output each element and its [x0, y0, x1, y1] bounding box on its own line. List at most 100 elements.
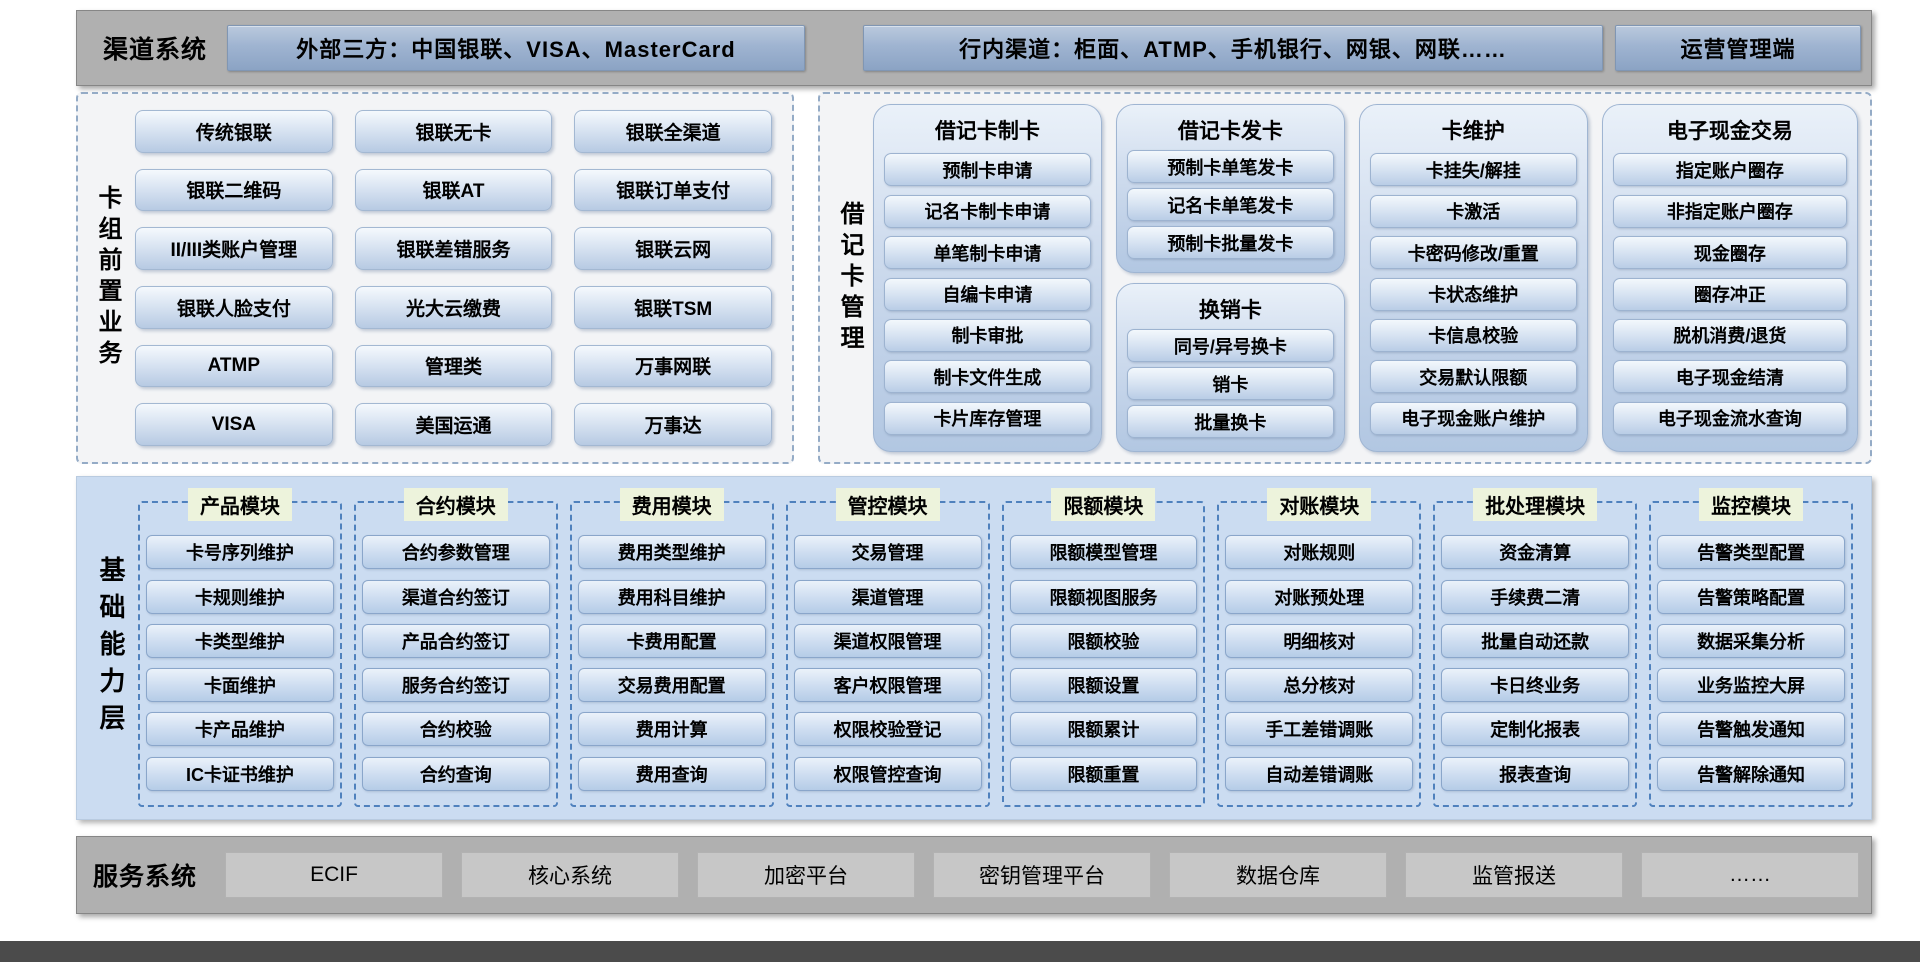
module-item: 定制化报表 [1441, 712, 1630, 747]
diagram-content: 渠道系统 外部三方：中国银联、VISA、MasterCard 行内渠道：柜面、A… [76, 10, 1872, 914]
group-items: 预制卡单笔发卡记名卡单笔发卡预制卡批量发卡 [1126, 147, 1334, 262]
module-items: 资金清算手续费二清批量自动还款卡日终业务定制化报表报表查询 [1441, 525, 1630, 801]
debit-function-item: 现金圈存 [1612, 236, 1848, 270]
module-item: 限额校验 [1009, 623, 1198, 658]
debit-column-2: 借记卡发卡 预制卡单笔发卡记名卡单笔发卡预制卡批量发卡 换销卡 同号/异号换卡销… [1115, 104, 1345, 452]
capability-layer-label: 基础能力层 [96, 555, 126, 741]
debit-function-item: 圈存冲正 [1612, 277, 1848, 311]
module-title: 对账模块 [1267, 488, 1372, 521]
card-front-item: 银联无卡 [354, 110, 553, 153]
card-front-item: 银联人脸支付 [135, 285, 333, 329]
debit-function-item: 电子现金结清 [1612, 360, 1848, 394]
module-title: 监控模块 [1699, 488, 1804, 521]
card-front-item: ATMP [135, 344, 333, 388]
card-front-item: 银联二维码 [135, 168, 333, 212]
module-item: 告警触发通知 [1657, 712, 1845, 747]
module-title: 批处理模块 [1473, 488, 1598, 521]
debit-function-item: 指定账户圈存 [1612, 153, 1848, 187]
debit-group-card-maintenance: 卡维护 卡挂失/解挂卡激活卡密码修改/重置卡状态维护卡信息校验交易默认限额电子现… [1358, 104, 1588, 452]
channel-block-operations-management: 运营管理端 [1615, 25, 1861, 71]
module-items: 费用类型维护费用科目维护卡费用配置交易费用配置费用计算费用查询 [577, 525, 766, 801]
group-title: 借记卡制卡 [934, 120, 1040, 143]
group-title: 卡维护 [1441, 120, 1505, 143]
debit-function-item: 卡片库存管理 [884, 401, 1091, 435]
group-title: 换销卡 [1198, 299, 1262, 322]
module-item: 合约参数管理 [361, 535, 550, 570]
debit-function-item: 卡信息校验 [1369, 318, 1577, 352]
debit-group-ecash-transactions: 电子现金交易 指定账户圈存非指定账户圈存现金圈存圈存冲正脱机消费/退货电子现金结… [1601, 104, 1859, 452]
module-item: 费用计算 [577, 712, 766, 747]
module-item: 总分核对 [1225, 668, 1414, 703]
module-item: 数据采集分析 [1657, 623, 1845, 658]
module-item: IC卡证书维护 [146, 756, 334, 791]
card-front-item: 银联云网 [574, 227, 772, 270]
channel-system-bar: 渠道系统 外部三方：中国银联、VISA、MasterCard 行内渠道：柜面、A… [76, 10, 1872, 86]
debit-function-item: 卡密码修改/重置 [1369, 236, 1577, 270]
module-item: 告警类型配置 [1657, 535, 1845, 570]
module-item: 资金清算 [1441, 535, 1630, 570]
debit-function-item: 制卡文件生成 [884, 360, 1091, 394]
module-title: 产品模块 [187, 488, 292, 521]
module-item: 卡日终业务 [1441, 668, 1630, 703]
card-front-item: 美国运通 [354, 403, 553, 446]
service-system-item: 数据仓库 [1169, 852, 1387, 898]
debit-function-item: 同号/异号换卡 [1126, 329, 1334, 362]
module-item: 明细核对 [1225, 623, 1414, 658]
card-front-item: 管理类 [354, 344, 553, 388]
service-system-item: 密钥管理平台 [933, 852, 1151, 898]
module-item: 产品合约签订 [361, 623, 550, 658]
module-item: 限额视图服务 [1009, 579, 1198, 614]
card-front-item: 万事网联 [574, 344, 772, 388]
module-title: 合约模块 [403, 488, 508, 521]
card-front-item: 传统银联 [135, 110, 333, 153]
channel-block-inbank-channels: 行内渠道：柜面、ATMP、手机银行、网银、网联…… [863, 25, 1603, 71]
module-limit: 限额模块 限额模型管理限额视图服务限额校验限额设置限额累计限额重置 [1001, 488, 1206, 807]
module-reconciliation: 对账模块 对账规则对账预处理明细核对总分核对手工差错调账自动差错调账 [1217, 488, 1422, 807]
module-batch: 批处理模块 资金清算手续费二清批量自动还款卡日终业务定制化报表报表查询 [1433, 488, 1638, 807]
card-front-item: 银联TSM [574, 285, 772, 329]
module-item: 渠道管理 [793, 579, 982, 614]
module-item: 客户权限管理 [793, 668, 982, 703]
module-contract: 合约模块 合约参数管理渠道合约签订产品合约签订服务合约签订合约校验合约查询 [353, 488, 558, 807]
module-item: 对账规则 [1225, 535, 1414, 570]
debit-function-item: 制卡审批 [884, 318, 1091, 352]
debit-function-item: 电子现金流水查询 [1612, 401, 1848, 435]
module-item: 手工差错调账 [1225, 712, 1414, 747]
group-title: 借记卡发卡 [1177, 120, 1283, 143]
debit-function-item: 非指定账户圈存 [1612, 194, 1848, 228]
card-front-item: 光大云缴费 [354, 285, 553, 329]
module-control: 管控模块 交易管理渠道管理渠道权限管理客户权限管理权限校验登记权限管控查询 [785, 488, 990, 807]
module-item: 费用科目维护 [577, 579, 766, 614]
module-item: 自动差错调账 [1225, 756, 1414, 791]
module-item: 批量自动还款 [1441, 623, 1630, 658]
debit-column-4: 电子现金交易 指定账户圈存非指定账户圈存现金圈存圈存冲正脱机消费/退货电子现金结… [1601, 104, 1859, 452]
card-front-item: II/III类账户管理 [135, 227, 333, 270]
service-system-item: 加密平台 [697, 852, 915, 898]
module-item: 卡规则维护 [146, 579, 334, 614]
module-items: 交易管理渠道管理渠道权限管理客户权限管理权限校验登记权限管控查询 [793, 525, 982, 801]
module-items: 对账规则对账预处理明细核对总分核对手工差错调账自动差错调账 [1225, 525, 1414, 801]
module-item: 限额设置 [1009, 668, 1198, 703]
module-item: 报表查询 [1441, 756, 1630, 791]
module-item: 对账预处理 [1225, 579, 1414, 614]
module-item: 渠道合约签订 [361, 579, 550, 614]
service-system-item: 监管报送 [1405, 852, 1623, 898]
debit-group-card-replace-cancel: 换销卡 同号/异号换卡销卡批量换卡 [1115, 283, 1345, 452]
debit-function-item: 脱机消费/退货 [1612, 318, 1848, 352]
module-item: 权限管控查询 [793, 756, 982, 791]
debit-function-item: 记名卡制卡申请 [884, 194, 1091, 228]
card-org-front-label: 卡组前置业务 [94, 185, 121, 371]
module-item: 交易管理 [793, 535, 982, 570]
module-items: 合约参数管理渠道合约签订产品合约签订服务合约签订合约校验合约查询 [361, 525, 550, 801]
debit-function-item: 预制卡申请 [884, 153, 1091, 187]
debit-card-management-label: 借记卡管理 [836, 200, 863, 356]
bottom-divider [0, 941, 1920, 962]
group-items: 卡挂失/解挂卡激活卡密码修改/重置卡状态维护卡信息校验交易默认限额电子现金账户维… [1369, 147, 1577, 441]
card-front-item: 银联订单支付 [574, 168, 772, 212]
service-system-item: ECIF [225, 852, 443, 898]
